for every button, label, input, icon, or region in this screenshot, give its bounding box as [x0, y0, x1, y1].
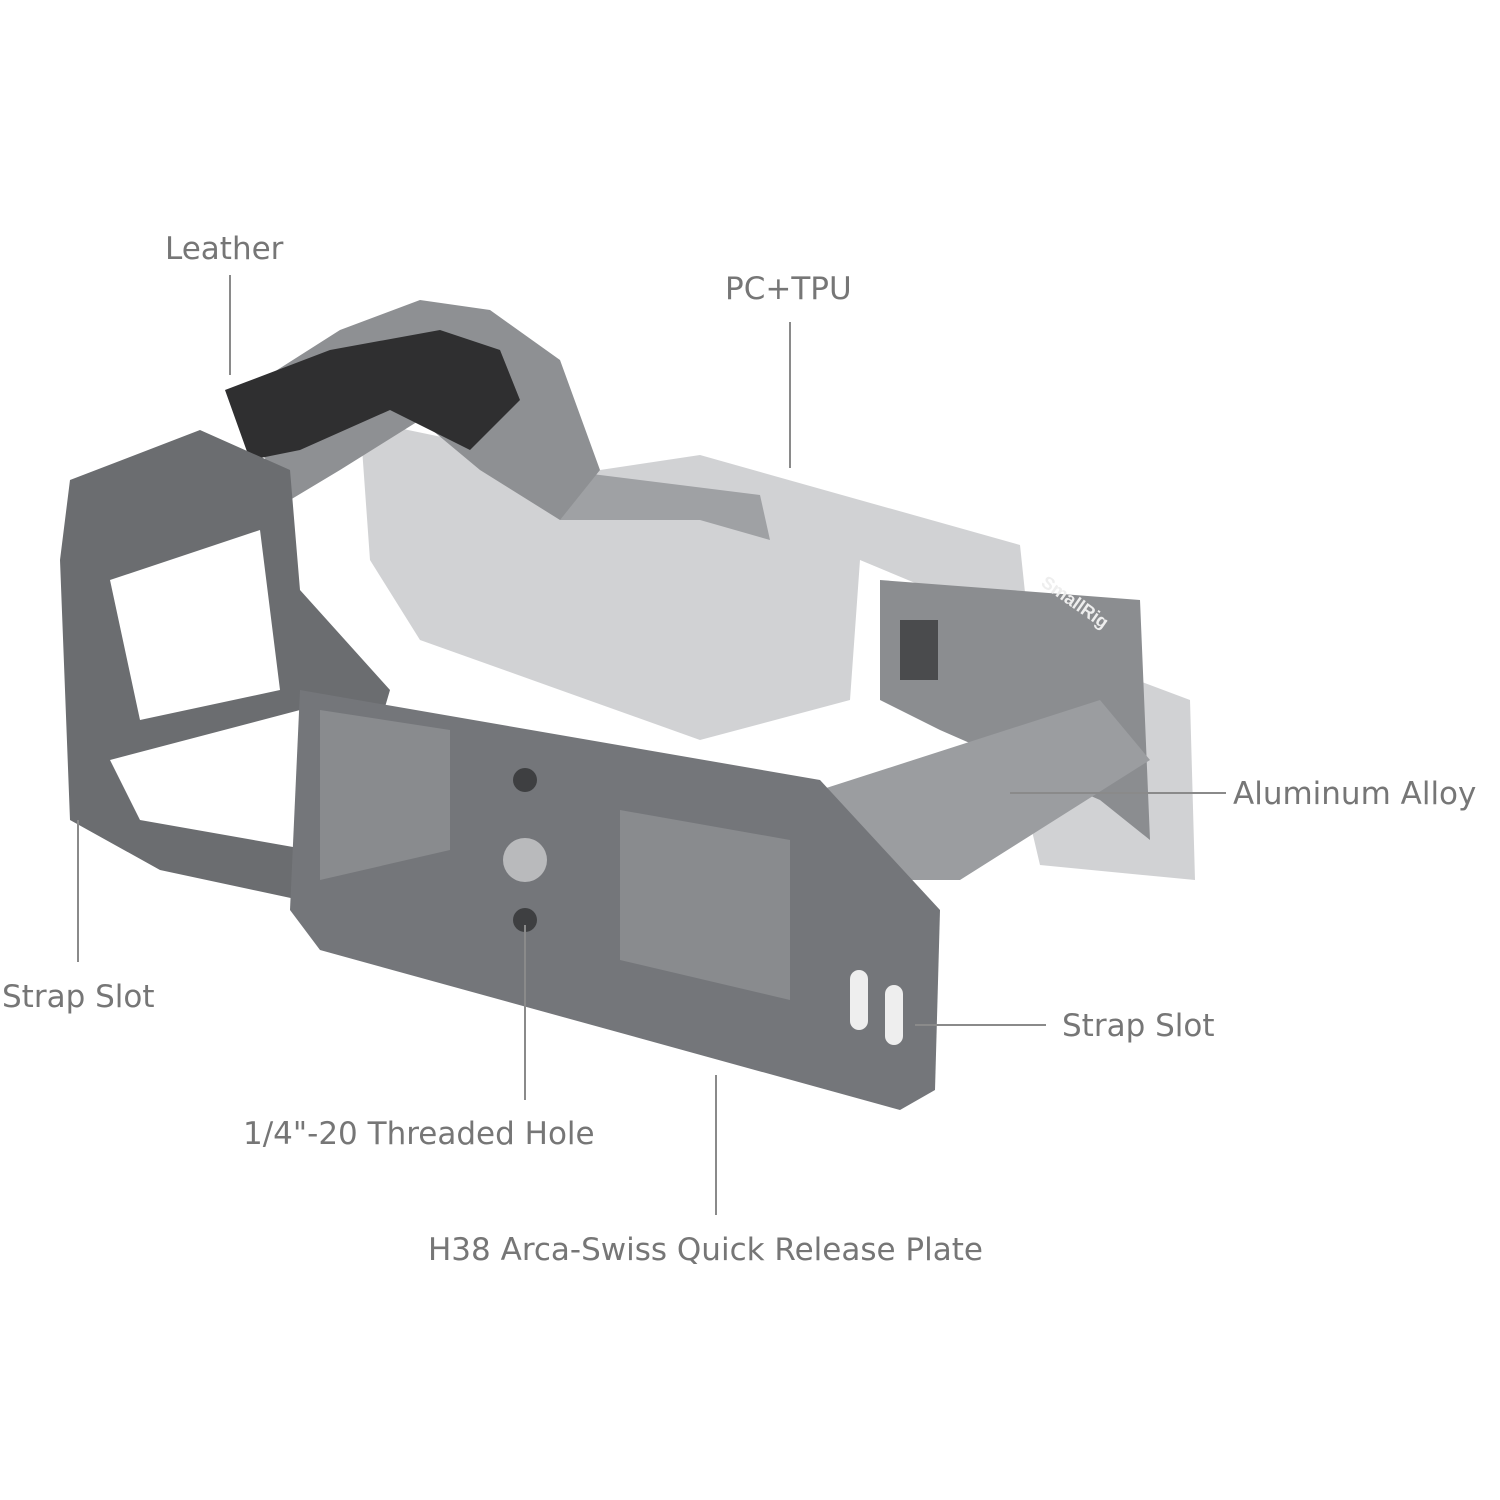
leader-lines: [77, 275, 1226, 1215]
strap-slot-right-hole: [850, 970, 868, 1030]
label-strap-slot-left: Strap Slot: [2, 979, 155, 1015]
label-leather: Leather: [165, 231, 284, 267]
leather-pad: [225, 330, 520, 460]
label-threaded-hole: 1/4"-20 Threaded Hole: [243, 1116, 595, 1152]
label-aluminum-alloy: Aluminum Alloy: [1233, 776, 1477, 812]
pc-tpu-shell: [360, 420, 1195, 880]
threaded-hole: [503, 838, 547, 882]
label-pc-tpu: PC+TPU: [725, 271, 852, 307]
label-strap-slot-right: Strap Slot: [1062, 1008, 1215, 1044]
quick-release-plate: [290, 690, 940, 1110]
label-quick-release-plate: H38 Arca-Swiss Quick Release Plate: [428, 1232, 983, 1268]
